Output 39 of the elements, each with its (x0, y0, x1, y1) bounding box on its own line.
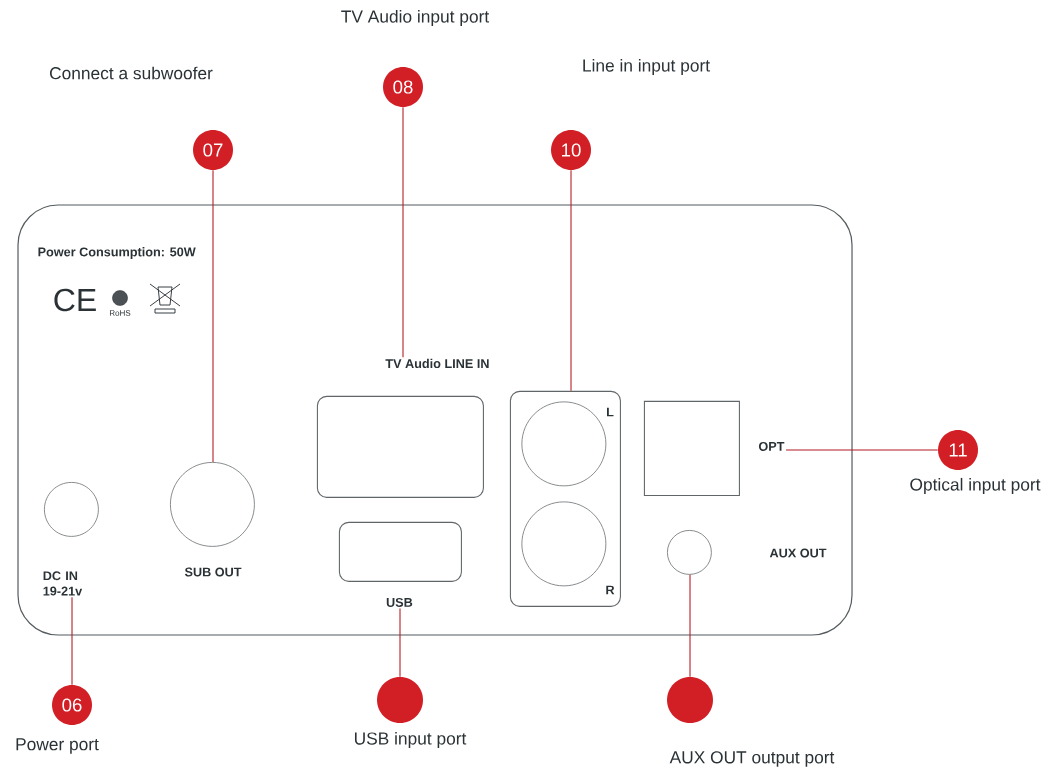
port-label: USB (386, 597, 413, 607)
callout-caption: USB input port (355, 731, 467, 749)
channel-label: R (606, 585, 615, 595)
callout-number: 11 (938, 430, 978, 470)
power-jack (44, 482, 99, 537)
port-label: DC IN 19-21v (43, 571, 83, 596)
leader-line (71, 596, 73, 686)
callout-number: 06 (52, 685, 92, 725)
port-label: AUX OUT (769, 548, 827, 558)
leader-line (570, 169, 572, 392)
leader-line (402, 106, 404, 358)
callout-caption: TV Audio input port (341, 9, 490, 27)
optical-port (643, 400, 740, 496)
leader-line (689, 574, 691, 678)
usb-port (338, 521, 462, 582)
port-label: TV Audio LINE IN (385, 358, 489, 369)
rca-jack (521, 501, 607, 587)
callout-caption: Optical input port (910, 477, 1041, 495)
subwoofer-jack (170, 462, 255, 547)
callout-number: 07 (193, 130, 233, 170)
rating-text: Power Consumption: 50W (38, 247, 196, 259)
callout-caption: Connect a subwoofer (50, 66, 213, 80)
callout-caption: Power port (16, 738, 99, 754)
callout-number: 08 (383, 67, 423, 107)
callout-number: 10 (551, 130, 591, 170)
rca-jack (521, 401, 607, 487)
callout-caption: Line in input port (583, 58, 710, 76)
callout-caption: AUX OUT output port (669, 751, 835, 767)
leader-line (212, 169, 214, 463)
port-label: OPT (758, 441, 785, 451)
port-label: SUB OUT (184, 567, 242, 577)
leader-line (399, 607, 401, 678)
channel-label: L (607, 407, 614, 417)
rca-panel (509, 390, 621, 607)
rohs-mark-text: RoHS (110, 310, 131, 316)
audio-port (316, 395, 484, 498)
leader-line (785, 449, 939, 451)
ce-mark: CE (54, 288, 96, 312)
aux-jack (667, 530, 712, 575)
